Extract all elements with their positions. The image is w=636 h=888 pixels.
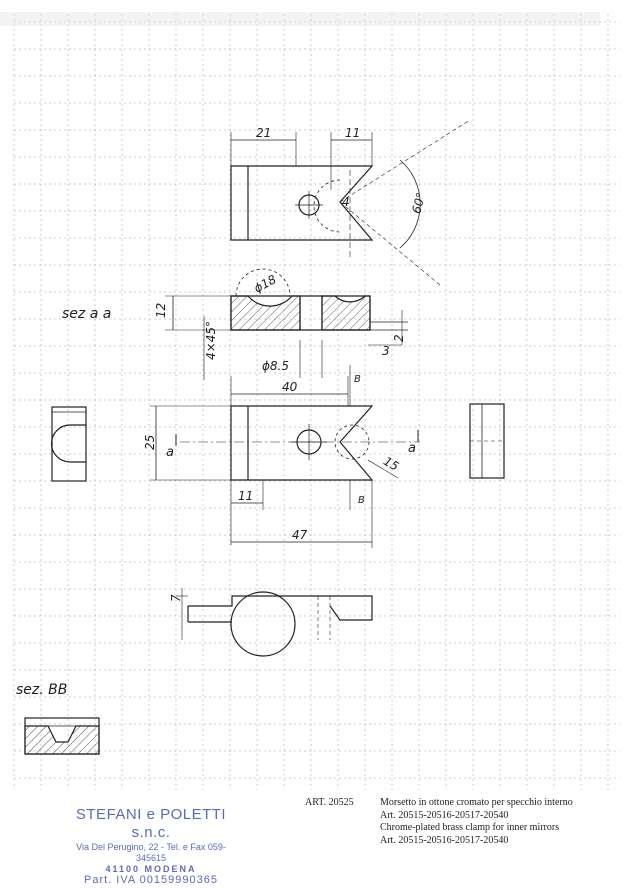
dim-21: 21	[256, 126, 271, 140]
dim-7: 7	[169, 594, 183, 602]
dim-60deg: 60°	[409, 191, 428, 215]
company-address: Via Del Perugino, 22 - Tel. e Fax 059-34…	[76, 842, 226, 863]
company-vat: Part. IVA 00159990365	[84, 874, 218, 887]
marker-a-right: a	[408, 441, 416, 456]
graph-paper-grid	[13, 14, 620, 790]
marker-b-top: B	[354, 374, 361, 385]
section-aa-label: sez a a	[62, 306, 111, 322]
top-view	[230, 119, 471, 286]
section-bb-label: sez. BB	[16, 682, 67, 698]
section-bb-view	[24, 717, 100, 755]
dim-12: 12	[154, 303, 168, 318]
article-number: ART. 20525	[305, 797, 354, 808]
dim-40: 40	[282, 380, 298, 394]
company-name: STEFANI e POLETTI s.n.c.	[75, 806, 227, 841]
marker-a-left: a	[166, 445, 174, 460]
dim-2: 2	[392, 334, 406, 342]
article-list-1: Art. 20515-20516-20517-20540	[380, 809, 509, 821]
dim-47: 47	[292, 528, 308, 542]
article-list-2: Art. 20515-20516-20517-20540	[380, 834, 509, 846]
scan-noise-band	[0, 12, 600, 26]
section-aa-view	[165, 268, 408, 380]
marker-b-bottom: B	[358, 495, 365, 506]
main-view	[150, 365, 420, 548]
dim-4x45: 4×45°	[204, 321, 218, 360]
bottom-elevation-view	[176, 588, 373, 657]
description-italian: Morsetto in ottone cromato per specchio …	[380, 797, 573, 808]
company-city: 41100 MODENA	[105, 863, 197, 874]
dim-25: 25	[143, 435, 157, 450]
description-english: Chrome-plated brass clamp for inner mirr…	[380, 822, 560, 833]
dim-phi8-5: ϕ8.5	[262, 359, 289, 373]
right-side-view	[469, 403, 505, 479]
dim-11-bottom: 11	[238, 489, 253, 503]
title-block-description: Morsetto in ottone cromato per specchio …	[380, 797, 573, 847]
dim-15: 15	[381, 454, 401, 474]
dim-11-top: 11	[345, 126, 360, 140]
dim-4: 4	[342, 195, 350, 209]
company-stamp: STEFANI e POLETTI s.n.c. Via Del Perugin…	[66, 806, 236, 888]
left-side-view	[50, 406, 87, 482]
dim-3: 3	[382, 344, 390, 358]
